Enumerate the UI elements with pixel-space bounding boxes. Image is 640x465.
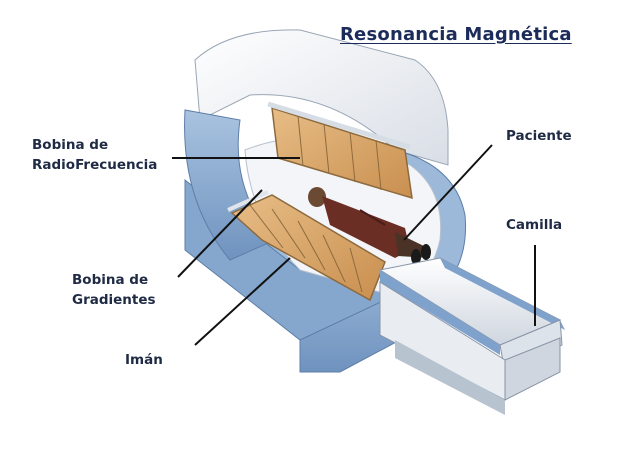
leader-patient xyxy=(403,144,493,241)
label-rf-coil-line2: RadioFrecuencia xyxy=(32,157,158,173)
label-magnet: Imán xyxy=(125,352,163,368)
patient-table xyxy=(378,257,565,415)
diagram-title: Resonancia Magnética xyxy=(340,24,572,45)
label-gradient-coil: Bobina de Gradientes xyxy=(72,270,156,310)
label-gradient-coil-line1: Bobina de xyxy=(72,272,149,288)
leader-gradient-coil xyxy=(177,189,263,278)
label-table: Camilla xyxy=(506,217,563,233)
leader-magnet xyxy=(194,257,291,346)
label-patient: Paciente xyxy=(506,128,572,144)
label-rf-coil-line1: Bobina de xyxy=(32,137,109,153)
label-gradient-coil-line2: Gradientes xyxy=(72,292,156,308)
patient-figure xyxy=(308,187,431,265)
label-rf-coil: Bobina de RadioFrecuencia xyxy=(32,135,157,175)
rf-coil-panel xyxy=(267,101,413,200)
gradient-coil-panel xyxy=(227,190,386,302)
scanner-outer-shell xyxy=(194,29,449,166)
